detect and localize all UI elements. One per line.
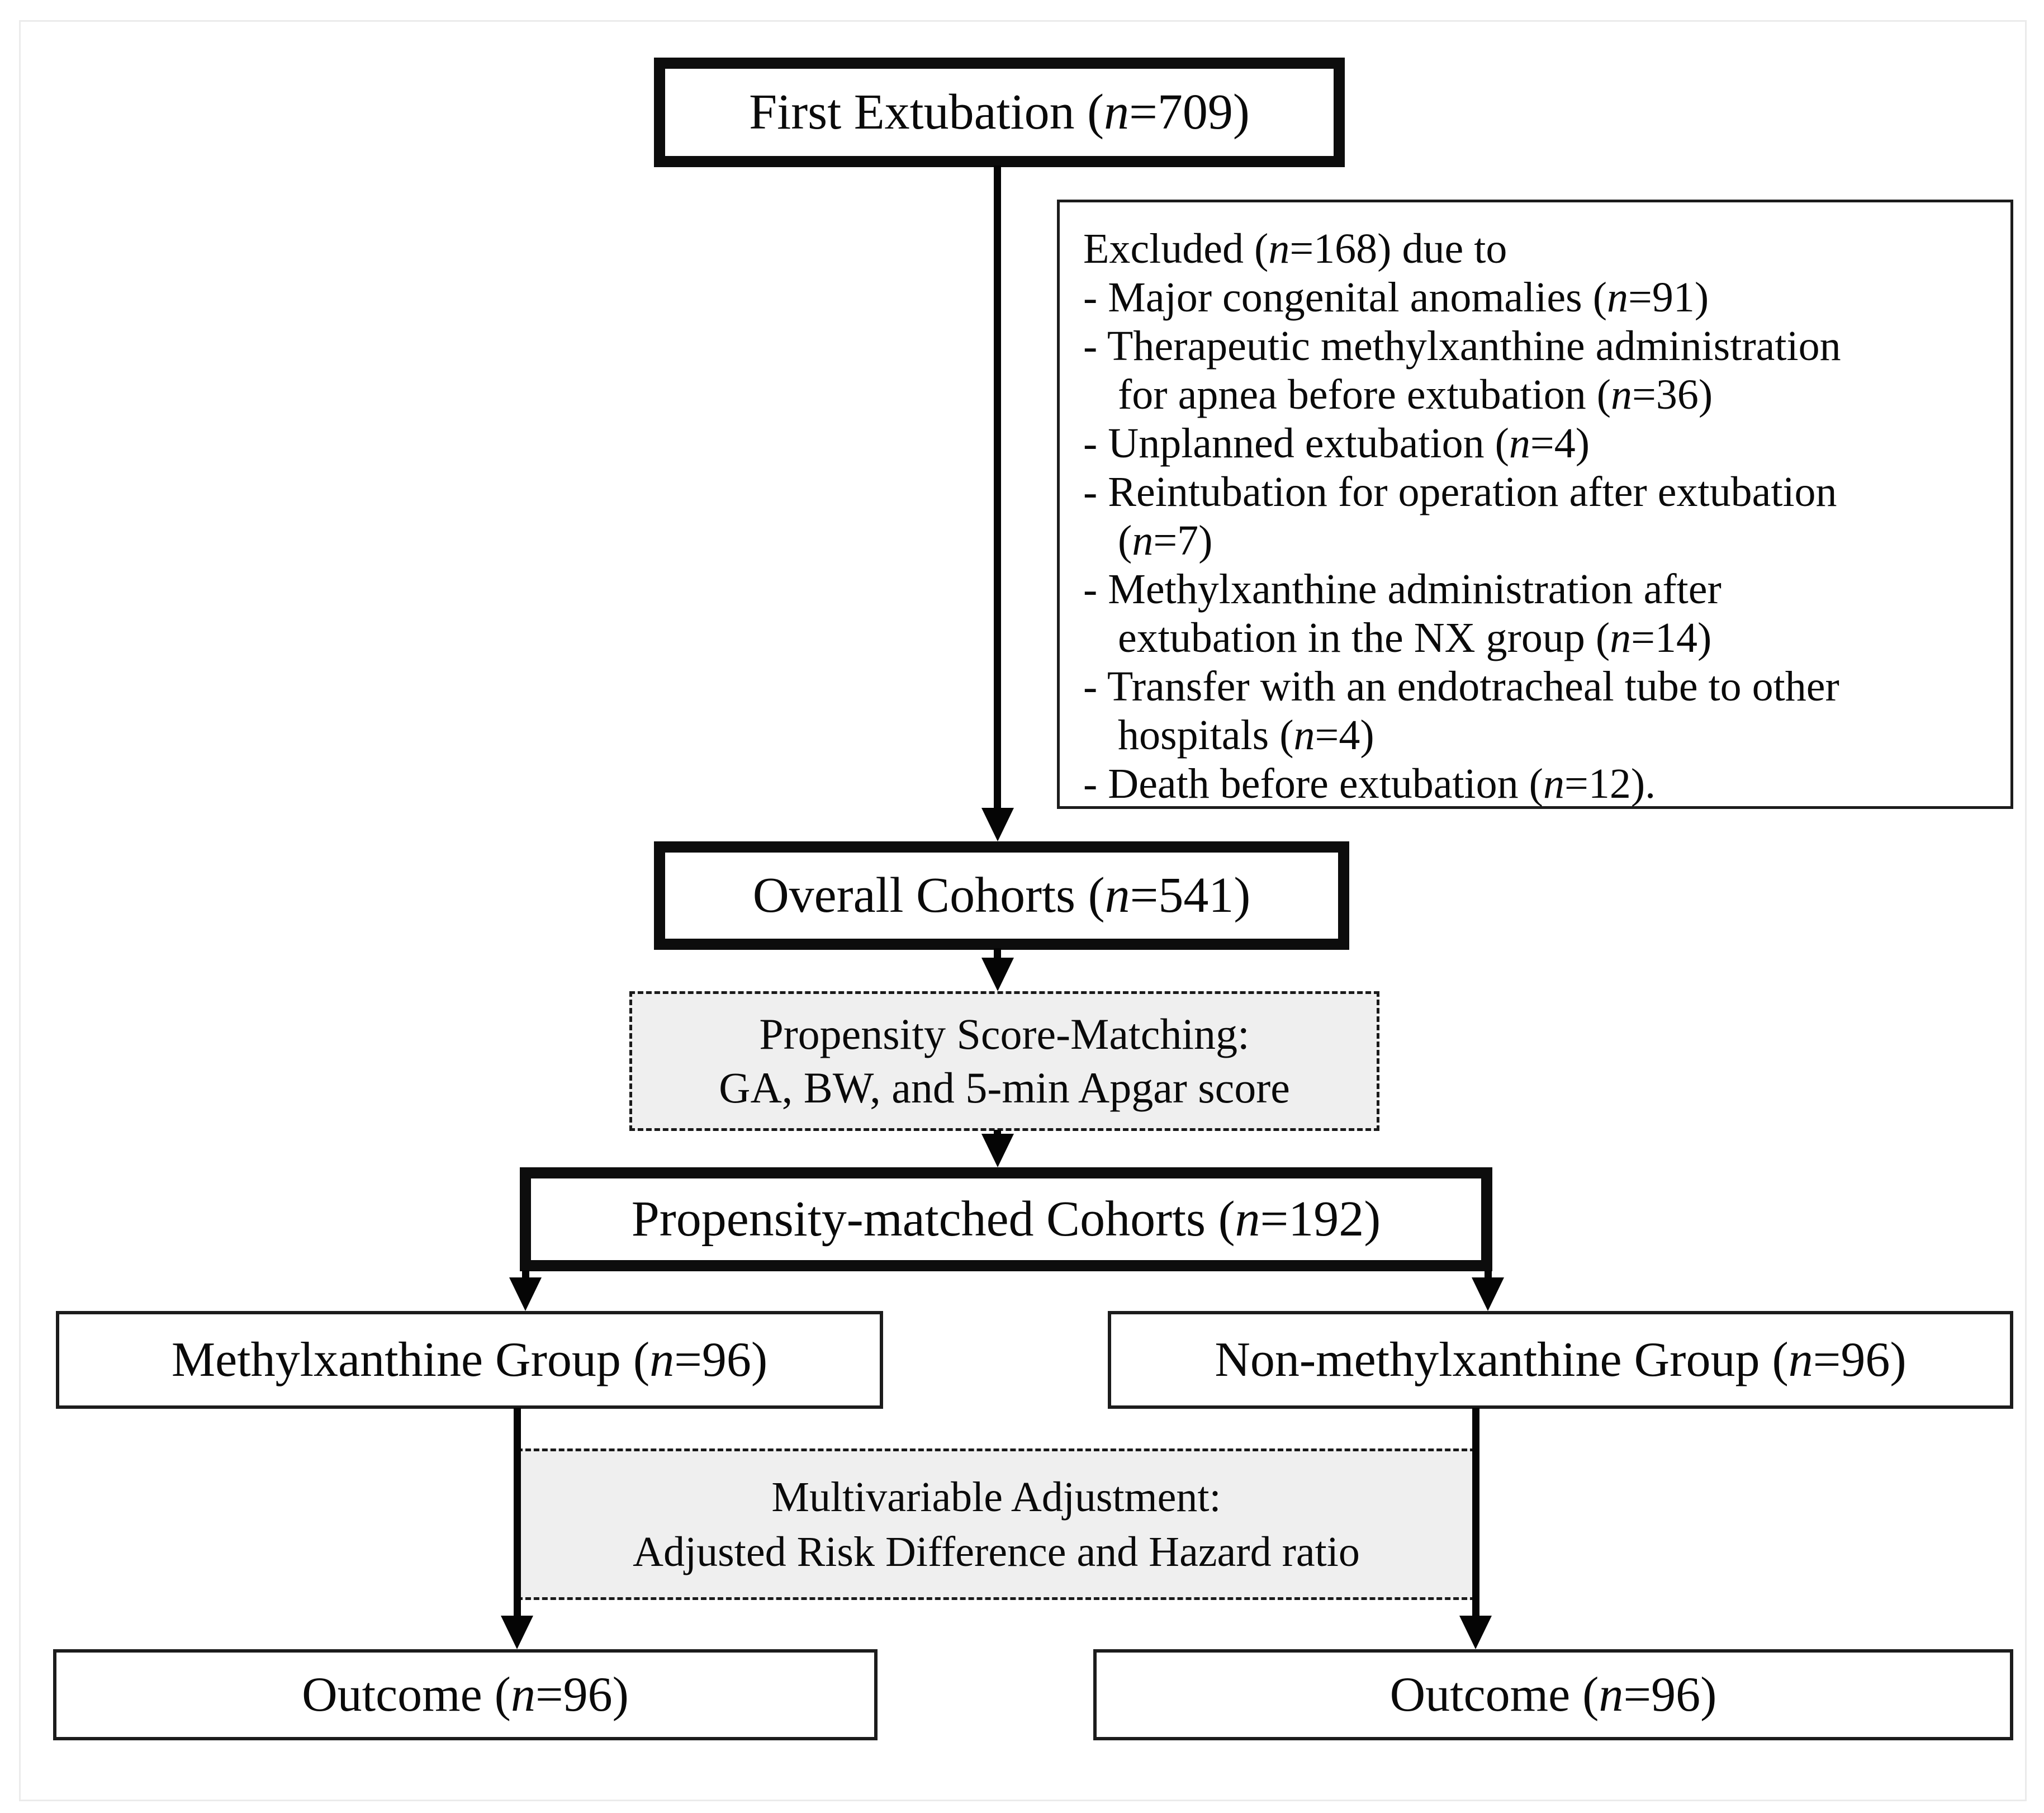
non-methylxanthine-group-label: Non-methylxanthine Group (n=96) <box>1215 1332 1906 1388</box>
outcome-right-box: Outcome (n=96) <box>1093 1649 2013 1740</box>
n-symbol: n <box>1235 1191 1260 1247</box>
n-symbol: n <box>1607 274 1629 321</box>
label-text: extubation in the NX group ( <box>1118 614 1610 661</box>
arrow-psm-to-matched-head <box>981 1134 1014 1167</box>
label-text: =14) <box>1631 614 1712 661</box>
n-symbol: n <box>1610 614 1632 661</box>
label-text: =91) <box>1628 274 1709 321</box>
n-symbol: n <box>1293 712 1315 759</box>
label-text: - Major congenital anomalies ( <box>1083 274 1607 321</box>
excluded-line: - Death before extubation (n=12). <box>1083 760 1994 808</box>
n-symbol: n <box>649 1332 675 1387</box>
arrow-first-to-overall-line <box>994 165 1001 811</box>
label-text: =168) due to <box>1289 225 1507 272</box>
excluded-line: - Reintubation for operation after extub… <box>1083 468 1994 517</box>
n-symbol: n <box>1104 84 1130 140</box>
label-text: - Methylxanthine administration after <box>1083 566 1721 613</box>
label-text: =7) <box>1153 517 1213 564</box>
excluded-line: hospitals (n=4) <box>1118 711 1994 760</box>
multivariable-line2: Adjusted Risk Difference and Hazard rati… <box>633 1528 1360 1575</box>
excluded-line: - Unplanned extubation (n=4) <box>1083 419 1994 468</box>
n-symbol: n <box>1543 760 1564 807</box>
n-symbol: n <box>1611 371 1633 418</box>
arrow-mx-to-outcome-line <box>514 1408 521 1620</box>
label-text: =192) <box>1260 1191 1381 1247</box>
n-symbol: n <box>1788 1332 1813 1387</box>
label-text: Overall Cohorts ( <box>752 868 1105 924</box>
methylxanthine-group-box: Methylxanthine Group (n=96) <box>56 1311 883 1409</box>
label-text: =96) <box>1813 1332 1907 1387</box>
figure-border <box>19 20 2027 1801</box>
label-text: for apnea before extubation ( <box>1118 371 1611 418</box>
overall-cohorts-box: Overall Cohorts (n=541) <box>654 841 1349 950</box>
n-symbol: n <box>1132 517 1154 564</box>
excluded-line: - Major congenital anomalies (n=91) <box>1083 273 1994 322</box>
label-text: =4) <box>1530 420 1590 467</box>
label-text: =36) <box>1632 371 1713 418</box>
outcome-left-label: Outcome (n=96) <box>302 1667 629 1723</box>
methylxanthine-group-label: Methylxanthine Group (n=96) <box>172 1332 767 1388</box>
arrow-first-to-overall-head <box>981 808 1014 841</box>
outcome-right-label: Outcome (n=96) <box>1390 1667 1717 1723</box>
label-text: =96) <box>1623 1667 1717 1722</box>
non-methylxanthine-group-box: Non-methylxanthine Group (n=96) <box>1108 1311 2013 1409</box>
psm-line1: Propensity Score-Matching: <box>759 1010 1250 1058</box>
label-text: ( <box>1118 517 1132 564</box>
overall-cohorts-label: Overall Cohorts (n=541) <box>753 867 1251 925</box>
excluded-line: - Methylxanthine administration after <box>1083 565 1994 614</box>
label-text: First Extubation ( <box>749 84 1104 140</box>
label-text: =96) <box>535 1667 629 1722</box>
excluded-line: - Transfer with an endotracheal tube to … <box>1083 662 1994 711</box>
n-symbol: n <box>1599 1667 1624 1722</box>
psm-line2: GA, BW, and 5-min Apgar score <box>719 1063 1290 1112</box>
excluded-line: for apnea before extubation (n=36) <box>1118 371 1994 419</box>
excluded-line: (n=7) <box>1118 517 1994 565</box>
n-symbol: n <box>1268 225 1290 272</box>
propensity-matched-label: Propensity-matched Cohorts (n=192) <box>632 1190 1381 1248</box>
label-text: Outcome ( <box>1389 1667 1599 1722</box>
arrow-mx-to-outcome-head <box>501 1616 533 1649</box>
outcome-left-box: Outcome (n=96) <box>53 1649 878 1740</box>
excluded-line: - Therapeutic methylxanthine administrat… <box>1083 322 1994 371</box>
label-text: hospitals ( <box>1118 712 1294 759</box>
label-text: =709) <box>1129 84 1250 140</box>
first-extubation-label: First Extubation (n=709) <box>749 83 1250 141</box>
label-text: =12). <box>1564 760 1656 807</box>
label-text: Outcome ( <box>302 1667 511 1722</box>
n-symbol: n <box>1104 868 1130 924</box>
arrow-matched-to-mx-head <box>509 1277 542 1311</box>
arrow-overall-to-psm-head <box>981 958 1014 991</box>
label-text: Excluded ( <box>1083 225 1269 272</box>
label-text: Propensity-matched Cohorts ( <box>631 1191 1235 1247</box>
multivariable-adjustment-box: Multivariable Adjustment: Adjusted Risk … <box>517 1448 1476 1600</box>
label-text: =96) <box>674 1332 768 1387</box>
excluded-line: Excluded (n=168) due to <box>1083 225 1994 273</box>
propensity-matched-cohorts-box: Propensity-matched Cohorts (n=192) <box>520 1167 1492 1271</box>
arrow-matched-to-nonmx-head <box>1472 1277 1504 1311</box>
label-text: - Unplanned extubation ( <box>1083 420 1509 467</box>
label-text: =4) <box>1315 712 1374 759</box>
excluded-box: Excluded (n=168) due to - Major congenit… <box>1057 200 2013 809</box>
label-text: =541) <box>1130 868 1251 924</box>
arrow-nonmx-to-outcome-head <box>1459 1616 1492 1649</box>
label-text: - Reintubation for operation after extub… <box>1083 468 1837 515</box>
label-text: - Therapeutic methylxanthine administrat… <box>1083 323 1841 370</box>
n-symbol: n <box>1509 420 1530 467</box>
arrow-nonmx-to-outcome-line <box>1472 1408 1479 1620</box>
excluded-line: extubation in the NX group (n=14) <box>1118 614 1994 662</box>
label-text: Methylxanthine Group ( <box>171 1332 650 1387</box>
label-text: - Death before extubation ( <box>1083 760 1543 807</box>
first-extubation-box: First Extubation (n=709) <box>654 58 1345 167</box>
propensity-score-matching-box: Propensity Score-Matching: GA, BW, and 5… <box>629 991 1379 1131</box>
label-text: Non-methylxanthine Group ( <box>1215 1332 1789 1387</box>
label-text: - Transfer with an endotracheal tube to … <box>1083 663 1839 710</box>
multivariable-line1: Multivariable Adjustment: <box>771 1473 1221 1521</box>
n-symbol: n <box>510 1667 535 1722</box>
